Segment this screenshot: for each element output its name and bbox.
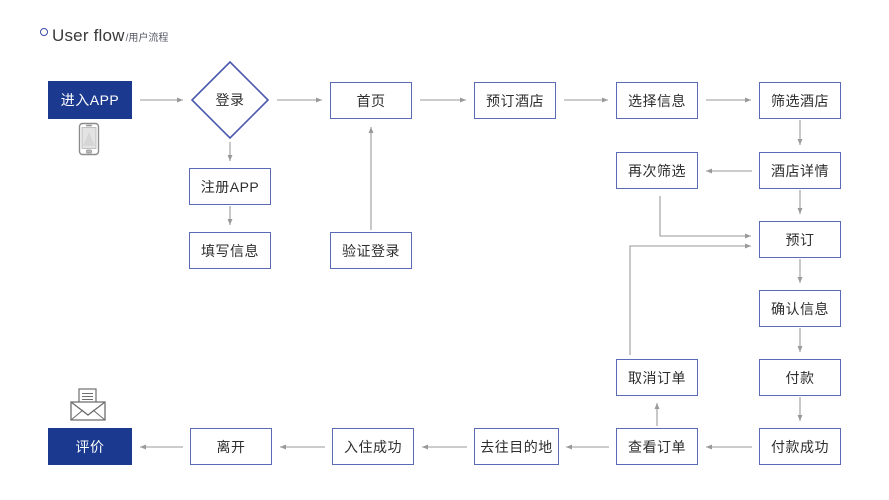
diamond-shape [190, 60, 270, 140]
node-label: 登录 [215, 92, 245, 108]
node-label: 入住成功 [344, 438, 402, 455]
node-label: 筛选酒店 [771, 92, 829, 109]
node-label: 离开 [216, 438, 246, 455]
node-fill-info[interactable]: 填写信息 [189, 232, 271, 269]
node-enter-app[interactable]: 进入APP [48, 81, 132, 119]
node-label: 评价 [75, 438, 105, 455]
node-label: 进入APP [60, 92, 120, 108]
node-label: 验证登录 [342, 242, 400, 259]
node-review[interactable]: 评价 [48, 428, 132, 465]
node-pay-success[interactable]: 付款成功 [759, 428, 841, 465]
node-label: 酒店详情 [771, 162, 829, 179]
node-label: 选择信息 [628, 92, 686, 109]
mail-document-icon [70, 388, 106, 421]
smartphone-icon [78, 122, 100, 156]
node-pay[interactable]: 付款 [759, 359, 841, 396]
node-home[interactable]: 首页 [330, 82, 412, 119]
page-title-sub: /用户流程 [125, 33, 169, 44]
node-verify-login[interactable]: 验证登录 [330, 232, 412, 269]
node-book-hotel[interactable]: 预订酒店 [474, 82, 556, 119]
node-label: 查看订单 [628, 438, 686, 455]
node-checkin-success[interactable]: 入住成功 [332, 428, 414, 465]
node-filter-hotel[interactable]: 筛选酒店 [759, 82, 841, 119]
node-label: 首页 [356, 92, 386, 109]
node-view-order[interactable]: 查看订单 [616, 428, 698, 465]
node-label: 再次筛选 [628, 162, 686, 179]
node-label: 取消订单 [628, 369, 686, 386]
node-label: 去往目的地 [480, 438, 553, 455]
node-confirm-info[interactable]: 确认信息 [759, 290, 841, 327]
node-reserve[interactable]: 预订 [759, 221, 841, 258]
node-register-app[interactable]: 注册APP [189, 168, 271, 205]
node-label: 付款成功 [771, 438, 829, 455]
node-label: 确认信息 [771, 300, 829, 317]
node-label: 预订酒店 [486, 92, 544, 109]
node-label: 付款 [785, 369, 815, 386]
circle-outline-icon [40, 28, 48, 36]
node-select-info[interactable]: 选择信息 [616, 82, 698, 119]
node-filter-again[interactable]: 再次筛选 [616, 152, 698, 189]
node-label: 注册APP [200, 178, 260, 195]
node-hotel-detail[interactable]: 酒店详情 [759, 152, 841, 189]
page-title-main: User flow [52, 26, 125, 45]
node-cancel-order[interactable]: 取消订单 [616, 359, 698, 396]
node-login[interactable]: 登录 [190, 60, 270, 140]
edge-filter-again-to-reserve [659, 196, 751, 239]
edge-cancel-order-to-reserve [629, 243, 751, 355]
node-label: 预订 [785, 231, 815, 248]
node-label: 填写信息 [201, 242, 259, 259]
node-leave[interactable]: 离开 [190, 428, 272, 465]
node-go-destination[interactable]: 去往目的地 [474, 428, 559, 465]
page-title: User flow /用户流程 [40, 26, 168, 46]
